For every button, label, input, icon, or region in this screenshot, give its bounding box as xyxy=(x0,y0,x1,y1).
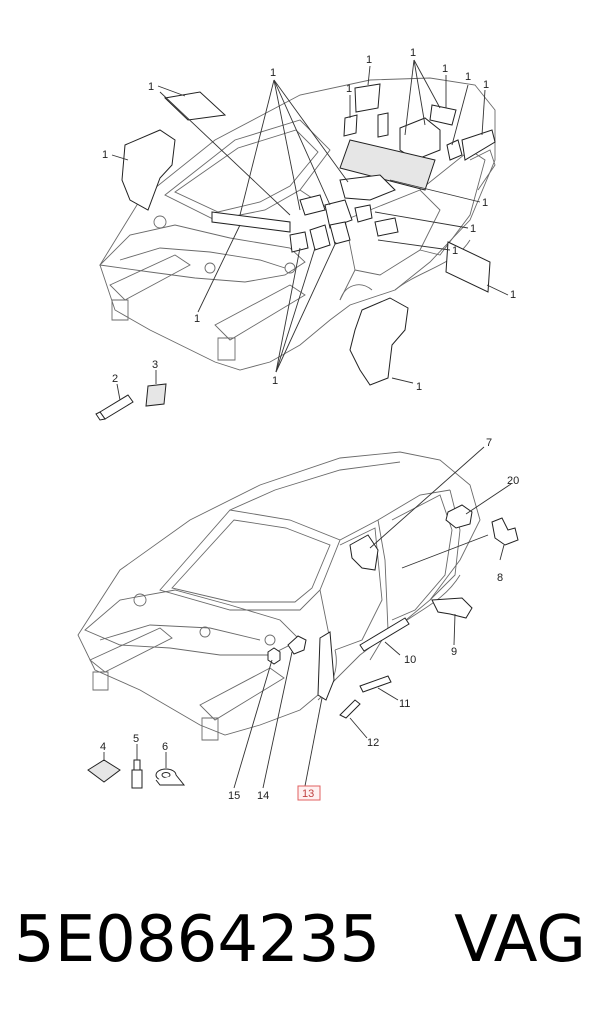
rear-block-shape xyxy=(445,504,473,529)
top-labels: 1 1 1 1 1 1 1 1 1 1 1 1 1 1 1 1 2 3 xyxy=(102,47,516,393)
bracket-8-shape xyxy=(491,517,519,546)
label-15: 15 xyxy=(228,790,240,802)
label-5: 5 xyxy=(133,733,139,745)
adhesive-pad-shape xyxy=(145,383,167,407)
label-1-rear: 1 xyxy=(410,47,416,59)
cowl-panel-shape xyxy=(211,211,291,233)
label-1-floor-b: 1 xyxy=(470,223,476,235)
bottom-parts xyxy=(87,504,519,789)
top-leader-lines xyxy=(111,59,509,401)
label-10: 10 xyxy=(404,654,416,666)
label-20: 20 xyxy=(507,475,519,487)
bottom-leader-lines xyxy=(103,446,512,789)
floor-pad-shape xyxy=(339,139,436,191)
fender-insulation-shape xyxy=(121,129,176,211)
label-2: 2 xyxy=(112,373,118,385)
pillar-insert-shape xyxy=(349,534,379,571)
label-13-highlight xyxy=(297,785,321,801)
pillar-foam-shape xyxy=(317,631,335,701)
label-1-floor: 1 xyxy=(482,197,488,209)
label-6: 6 xyxy=(162,741,168,753)
label-1-rear-d: 1 xyxy=(483,79,489,91)
hex-plug-shape xyxy=(267,647,281,665)
roof-pad-shape xyxy=(354,83,381,113)
label-1-roof-b: 1 xyxy=(346,83,352,95)
parts-diagram: 1 1 1 1 1 1 1 1 1 1 1 1 1 1 1 1 2 3 xyxy=(77,47,519,802)
sound-pad-shape xyxy=(87,759,121,783)
part-number: 5E0864235 xyxy=(14,903,381,977)
label-3: 3 xyxy=(152,359,158,371)
strip-11-shape xyxy=(359,675,392,693)
pad-12-shape xyxy=(339,699,361,719)
label-12: 12 xyxy=(367,737,379,749)
footer: 5E0864235 VAG xyxy=(0,880,600,1000)
label-1-sill: 1 xyxy=(416,381,422,393)
label-8: 8 xyxy=(497,572,503,584)
label-1-roof: 1 xyxy=(366,54,372,66)
label-1-pad: 1 xyxy=(148,81,154,93)
label-7: 7 xyxy=(486,437,492,449)
label-1-side-pad: 1 xyxy=(510,289,516,301)
brand-name: VAG xyxy=(454,903,586,977)
sill-strip-shape xyxy=(359,617,410,652)
label-1-rear-c: 1 xyxy=(465,71,471,83)
side-pad-shape xyxy=(445,241,491,293)
label-14: 14 xyxy=(257,790,269,802)
label-1-door: 1 xyxy=(452,245,458,257)
sealant-tube-shape xyxy=(99,394,134,420)
label-1-fender: 1 xyxy=(102,149,108,161)
bottom-car-body xyxy=(77,451,481,741)
panel-9-shape xyxy=(431,597,473,619)
label-9: 9 xyxy=(451,646,457,658)
pad-shape xyxy=(163,91,227,121)
bracket-14-shape xyxy=(287,635,307,655)
label-1-rear-b: 1 xyxy=(442,63,448,75)
label-1-cowl: 1 xyxy=(270,67,276,79)
rear-box-shape xyxy=(399,117,441,161)
sill-insulation-shape xyxy=(349,297,409,386)
label-1-engine: 1 xyxy=(194,313,200,325)
top-parts xyxy=(95,83,496,421)
adhesive-bottle-shape xyxy=(131,769,143,789)
label-11: 11 xyxy=(399,698,410,710)
top-car-body xyxy=(99,77,496,371)
label-4: 4 xyxy=(100,741,106,753)
label-1-lower: 1 xyxy=(272,375,278,387)
bottom-labels: 7 20 8 9 10 11 12 13 14 15 4 5 6 xyxy=(100,437,519,802)
label-13: 13 xyxy=(302,788,314,800)
